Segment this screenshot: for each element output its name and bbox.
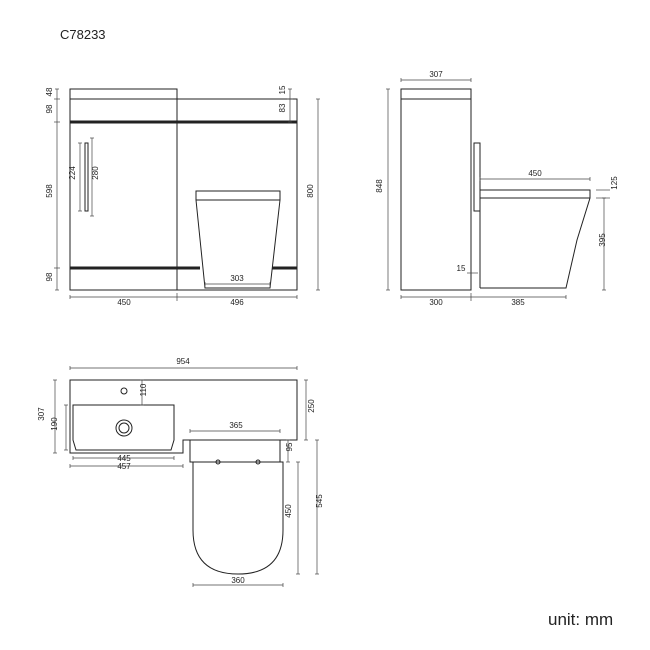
plan-view-dimensions (52, 365, 320, 588)
dim-seat-height: 395 (598, 233, 607, 247)
side-worktop (400, 88, 472, 100)
dim-total-width: 954 (176, 357, 190, 366)
dim-gap: 15 (457, 264, 466, 273)
plan-worktop (69, 379, 298, 454)
front-view (69, 88, 298, 291)
plan-view (69, 379, 298, 575)
front-view-labels: 48 98 598 98 224 280 15 83 800 303 450 4… (45, 85, 315, 307)
dim-side-total-height: 848 (375, 179, 384, 193)
product-code: C78233 (60, 27, 106, 42)
dim-outer-basin: 457 (117, 462, 131, 471)
dim-depth-right: 250 (307, 399, 316, 413)
dim-upper-band: 98 (45, 104, 54, 113)
dim-basin-depth: 307 (37, 407, 46, 421)
dim-cistern-width: 365 (229, 421, 243, 430)
side-view-labels: 307 848 450 125 395 15 300 385 (375, 70, 619, 307)
dim-inner-basin: 445 (117, 454, 131, 463)
hinge-right (255, 459, 261, 465)
dim-cistern-gap: 95 (285, 442, 294, 451)
dim-left-width: 450 (117, 298, 131, 307)
dim-seat-offset: 125 (610, 176, 619, 190)
side-cabinet (400, 98, 472, 291)
front-view-dimensions (54, 88, 321, 301)
dim-handle-outer: 280 (91, 166, 100, 180)
side-view (400, 88, 591, 291)
plan-cistern (189, 439, 281, 463)
wc-unit (176, 98, 298, 291)
dim-pan-width: 303 (230, 274, 244, 283)
hinge-left (215, 459, 221, 465)
dim-bowl-depth: 190 (50, 417, 59, 431)
dim-right-width: 496 (230, 298, 244, 307)
unit-label: unit: mm (548, 610, 614, 629)
basin-worktop (69, 88, 178, 100)
tap-hole (120, 387, 128, 395)
dim-top-worktop: 48 (45, 87, 54, 96)
dim-seat-length: 450 (284, 504, 293, 518)
door-handle (84, 142, 89, 212)
side-view-dimensions (385, 77, 610, 301)
basin-bowl (72, 404, 175, 451)
toilet-seat-plan (192, 461, 284, 575)
dim-seat-width: 360 (231, 576, 245, 585)
basin-waste (115, 419, 133, 437)
dim-top-right-band: 83 (278, 103, 287, 112)
dim-pan-base: 385 (511, 298, 525, 307)
basin-waste-inner (118, 422, 130, 434)
dim-plinth: 98 (45, 272, 54, 281)
dim-cabinet-height: 598 (45, 184, 54, 198)
toilet-pan-side (480, 189, 591, 289)
dim-top-depth: 307 (429, 70, 443, 79)
dim-tap-offset: 110 (139, 383, 148, 396)
dim-total-height: 800 (306, 184, 315, 198)
dim-pan-length: 545 (315, 494, 324, 508)
dim-top-right-small: 15 (278, 85, 287, 94)
vanity-unit (69, 98, 178, 291)
dim-pan-projection: 450 (528, 169, 542, 178)
dim-handle-inner: 224 (68, 166, 77, 180)
plan-view-labels: 954 110 250 307 190 365 95 445 457 450 5… (37, 357, 324, 585)
flush-plate (473, 142, 481, 212)
dim-cabinet-depth: 300 (429, 298, 443, 307)
